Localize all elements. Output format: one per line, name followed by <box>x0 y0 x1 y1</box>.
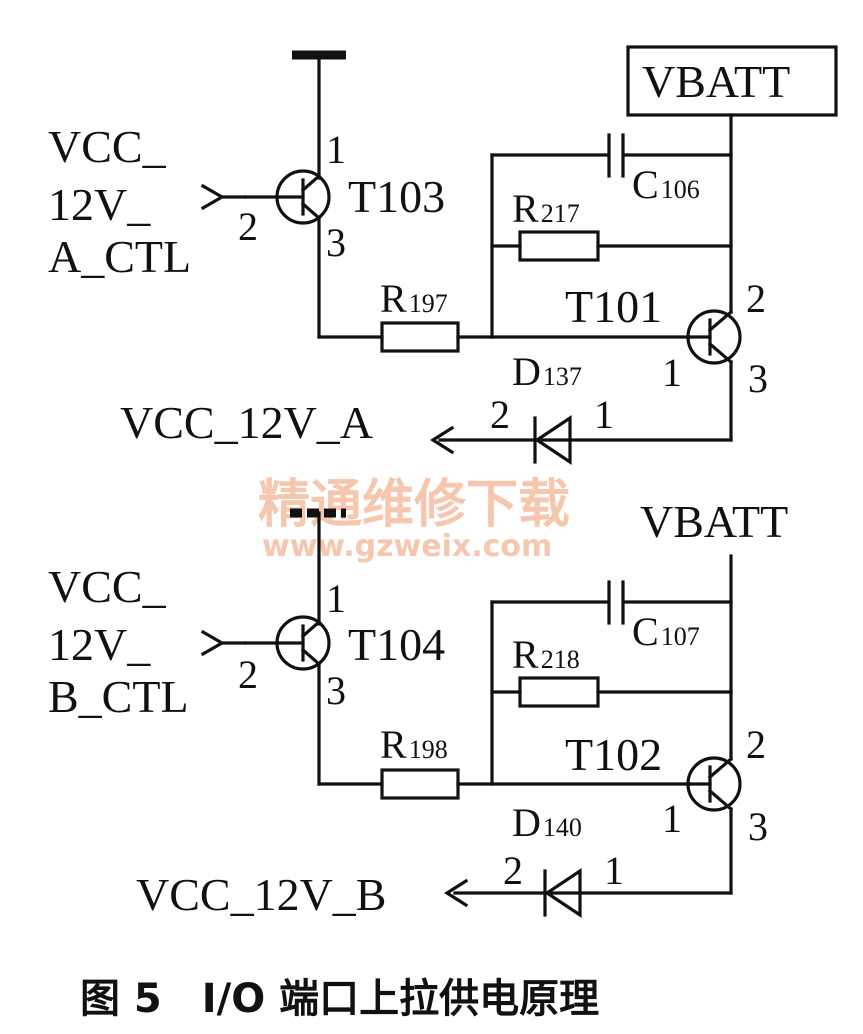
diode-label: D137 <box>512 349 582 394</box>
pin-label: 1 <box>662 350 682 395</box>
transistor-label: T104 <box>348 619 445 670</box>
input-label-line: B_CTL <box>48 671 189 722</box>
pin-label: 3 <box>326 668 346 713</box>
pin-label: 2 <box>746 722 766 767</box>
transistor-label: T101 <box>565 281 662 332</box>
transistor-label: T103 <box>348 171 445 222</box>
supply-label: VBATT <box>642 56 790 107</box>
output-arrow <box>430 425 455 455</box>
output-arrow <box>444 878 469 908</box>
circuit-section-b <box>200 508 742 918</box>
circuit-section-a <box>200 45 838 465</box>
resistor-symbol <box>380 768 460 800</box>
capacitor-label: C106 <box>632 162 700 207</box>
resistor-label: R217 <box>512 186 580 231</box>
watermark-text: 精通维修下载 <box>258 475 570 535</box>
input-label-line: VCC_ <box>48 561 167 612</box>
input-arrow <box>200 629 226 657</box>
resistor-label: R198 <box>380 722 448 767</box>
watermark-url: www.gzweix.com <box>262 529 552 564</box>
pin-label: 1 <box>326 576 346 621</box>
transistor-label: T102 <box>565 729 662 780</box>
resistor-symbol <box>518 230 600 262</box>
figure-caption: 图 5 I/O 端口上拉供电原理 <box>80 976 599 1022</box>
input-label-line: A_CTL <box>48 231 191 282</box>
diode-label: D140 <box>512 800 582 845</box>
capacitor-label: C107 <box>632 609 700 654</box>
transistor-symbol <box>686 756 742 812</box>
input-arrow <box>200 183 226 211</box>
pin-label: 1 <box>662 796 682 841</box>
output-label: VCC_12V_A <box>120 397 373 448</box>
input-label-line: 12V_ <box>48 179 151 230</box>
pin-label: 1 <box>326 127 346 172</box>
resistor-symbol <box>518 676 600 708</box>
pin-label: 2 <box>746 276 766 321</box>
resistor-label: R218 <box>512 632 580 677</box>
transistor-symbol <box>686 309 742 365</box>
pin-label: 3 <box>326 220 346 265</box>
supply-label: VBATT <box>640 496 788 547</box>
pin-label: 3 <box>748 804 768 849</box>
pin-label: 2 <box>238 204 258 249</box>
output-label: VCC_12V_B <box>136 869 386 920</box>
pin-label: 1 <box>594 392 614 437</box>
pin-label: 2 <box>238 652 258 697</box>
diode-symbol <box>534 415 572 465</box>
input-label-line: 12V_ <box>48 619 151 670</box>
resistor-symbol <box>380 321 460 353</box>
pin-label: 2 <box>490 392 510 437</box>
pin-label: 3 <box>748 356 768 401</box>
pin-label: 1 <box>604 848 624 893</box>
input-label-line: VCC_ <box>48 121 167 172</box>
resistor-label: R197 <box>380 276 448 321</box>
diode-symbol <box>544 868 582 918</box>
pin-label: 2 <box>503 848 523 893</box>
